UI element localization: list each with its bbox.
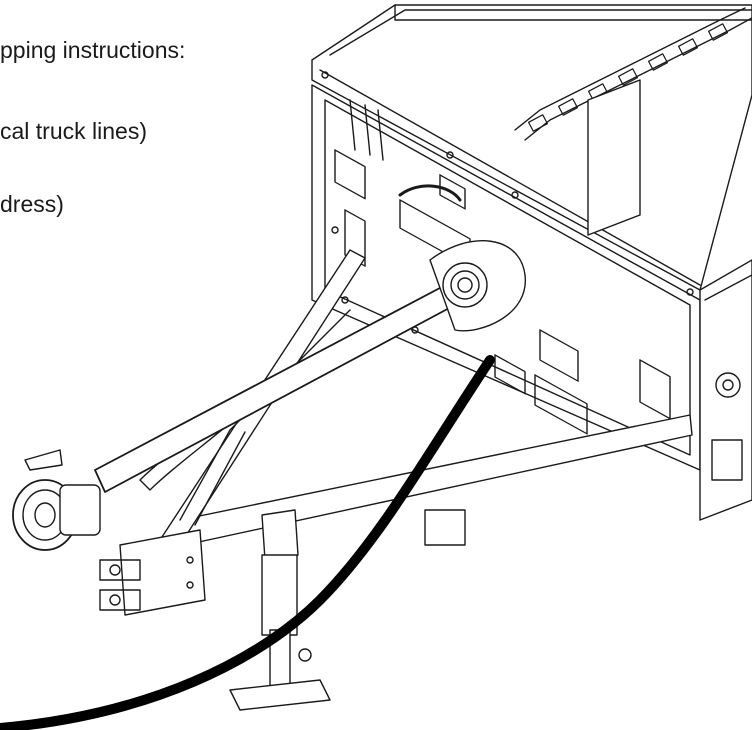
pto-driveline [12,240,526,551]
hopper-frame [311,4,752,291]
pto-yoke [12,479,101,551]
instruction-text-line-1: pping instructions: [0,37,186,63]
instruction-text-line-2: cal truck lines) [0,118,147,144]
conveyor-chain [514,7,752,236]
jack-stand [229,509,331,711]
cable [0,355,495,730]
instruction-text-line-3: dress) [0,191,64,217]
right-side-frame [699,259,752,521]
